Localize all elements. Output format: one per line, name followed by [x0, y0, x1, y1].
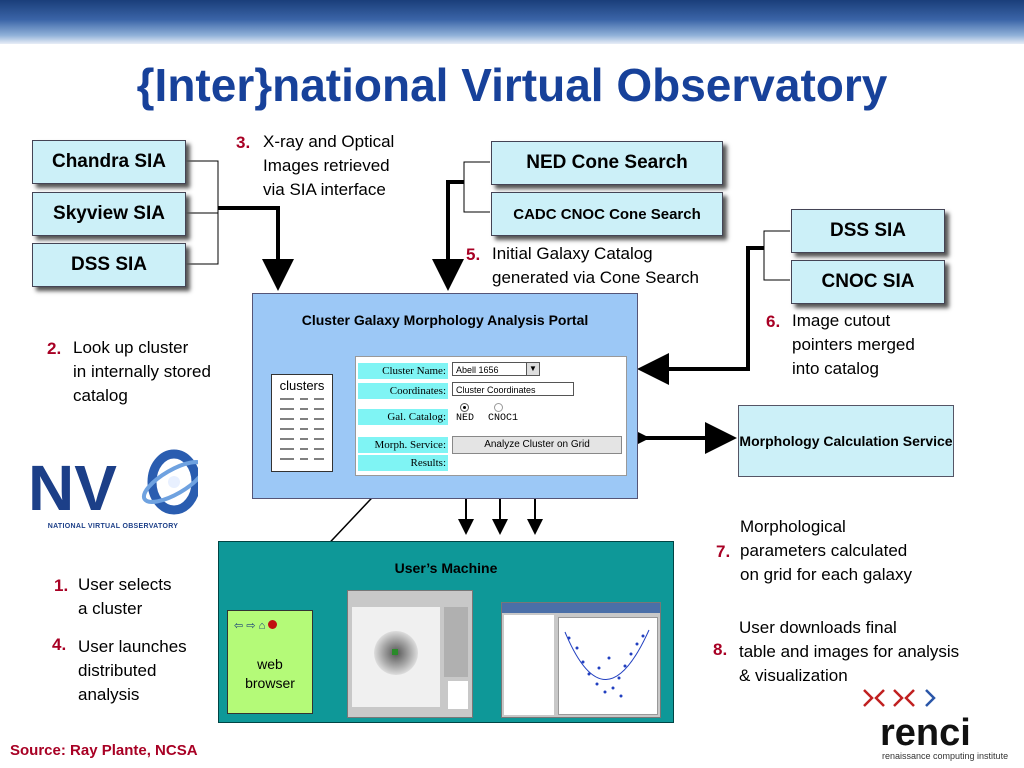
cluster-name-value: Abell 1656: [456, 365, 499, 375]
step-2-number: 2.: [47, 339, 62, 358]
web-browser-box[interactable]: ⇦ ⇨ ⌂ web browser: [227, 610, 313, 714]
cadc-cone-search-box: CADC CNOC Cone Search: [491, 192, 723, 236]
cluster-name-select[interactable]: Abell 1656 ▼: [452, 362, 540, 376]
step-6-number: 6.: [766, 312, 781, 331]
morph-service-label: Morph. Service:: [358, 437, 448, 453]
morphology-service-box: Morphology Calculation Service: [738, 405, 954, 477]
scatter-plot-graphic: [564, 629, 650, 698]
step-8-number: 8.: [713, 640, 728, 659]
cnoc-sia-box: CNOC SIA: [791, 260, 945, 304]
source-credit: Source: Ray Plante, NCSA: [10, 742, 198, 759]
coordinates-input[interactable]: Cluster Coordinates: [452, 382, 574, 396]
step-7-number: 7.: [716, 542, 731, 561]
forward-icon[interactable]: ⇨: [246, 620, 256, 632]
back-icon[interactable]: ⇦: [234, 620, 244, 632]
page-title: {Inter}national Virtual Observatory: [136, 59, 888, 111]
user-machine-title: User’s Machine: [394, 560, 498, 576]
step-1-number: 1.: [54, 576, 69, 595]
radio-cnoc1[interactable]: [494, 403, 503, 412]
clusters-label: clusters: [279, 378, 325, 393]
catalog-options: NED CNOC1: [456, 403, 518, 424]
user-machine-panel: User’s Machine ⇦ ⇨ ⌂ web browser: [218, 541, 674, 723]
portal-form: Cluster Name: Abell 1656 ▼ Coordinates: …: [355, 356, 627, 476]
renci-name: renci: [880, 712, 971, 754]
plot-window: [501, 602, 661, 718]
ned-cone-search-box: NED Cone Search: [491, 141, 723, 185]
nvo-logo-graphic: NV: [28, 449, 207, 524]
portal-panel: Cluster Galaxy Morphology Analysis Porta…: [252, 293, 638, 499]
skyview-sia-box: Skyview SIA: [32, 192, 186, 236]
catalog-option-cnoc1: CNOC1: [488, 413, 519, 424]
stop-icon[interactable]: [268, 620, 278, 629]
nvo-logo: NV NATIONAL VIRTUAL OBSERVATORY: [28, 440, 207, 530]
renci-logo-mark: [863, 689, 936, 707]
chevron-down-icon[interactable]: ▼: [526, 363, 539, 375]
step-4-number: 4.: [52, 635, 67, 654]
dss-sia-left-box: DSS SIA: [32, 243, 186, 287]
coordinates-label: Coordinates:: [358, 383, 448, 399]
cluster-name-label: Cluster Name:: [358, 363, 448, 379]
header-bar: [0, 0, 1024, 44]
portal-title: Cluster Galaxy Morphology Analysis Porta…: [301, 312, 589, 328]
renci-tagline: renaissance computing institute: [882, 751, 1009, 761]
clusters-rows: [280, 398, 324, 460]
catalog-label: Gal. Catalog:: [358, 409, 448, 425]
chandra-sia-box: Chandra SIA: [32, 140, 186, 184]
nvo-tagline: NATIONAL VIRTUAL OBSERVATORY: [47, 523, 179, 530]
step-5-number: 5.: [466, 245, 481, 264]
web-browser-label: web browser: [245, 656, 295, 691]
step-3-number: 3.: [236, 133, 251, 152]
home-icon[interactable]: ⌂: [258, 620, 266, 632]
renci-logo: renci renaissance computing institute: [856, 684, 1024, 764]
galaxy-image-window: [347, 590, 473, 718]
browser-toolbar: ⇦ ⇨ ⌂: [234, 619, 278, 632]
analyze-cluster-button[interactable]: Analyze Cluster on Grid: [452, 436, 622, 454]
catalog-option-ned: NED: [456, 413, 475, 424]
results-label: Results:: [358, 455, 448, 471]
svg-text:NV: NV: [28, 452, 117, 518]
clusters-list[interactable]: clusters: [271, 374, 333, 472]
radio-ned[interactable]: [460, 403, 469, 412]
dss-sia-right-box: DSS SIA: [791, 209, 945, 253]
